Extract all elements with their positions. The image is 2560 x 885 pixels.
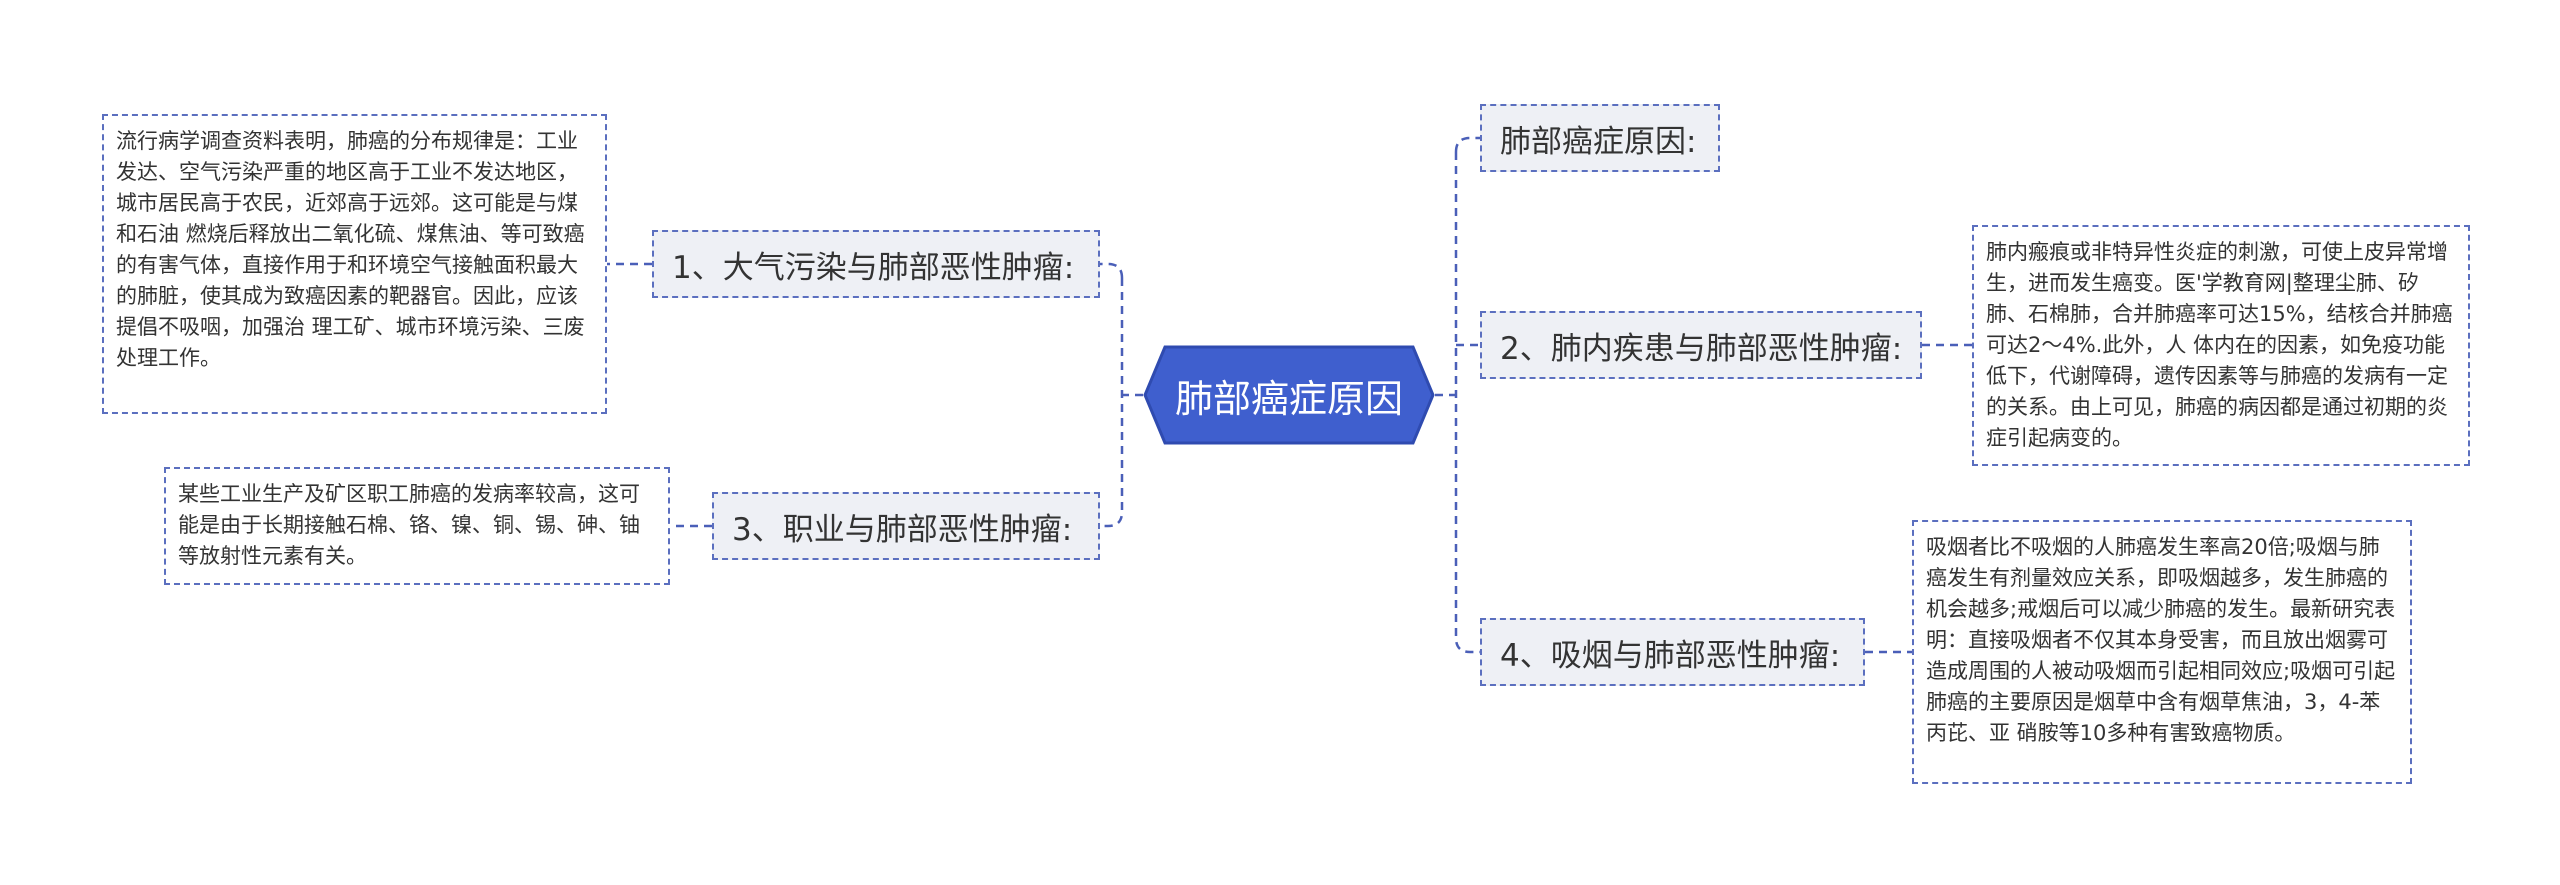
central-topic[interactable]: 肺部癌症原因 <box>1143 345 1435 445</box>
detail-r2-text: 吸烟者比不吸烟的人肺癌发生率高20倍;吸烟与肺癌发生有剂量效应关系，即吸烟越多，… <box>1926 535 2396 745</box>
branch-l1-label: 3、职业与肺部恶性肿瘤: <box>732 511 1073 548</box>
branch-r0-label: 肺部癌症原因: <box>1500 123 1697 160</box>
detail-l0: 流行病学调查资料表明，肺癌的分布规律是：工业发达、空气污染严重的地区高于工业不发… <box>102 114 607 414</box>
detail-r1-text: 肺内瘢痕或非特异性炎症的刺激，可使上皮异常增生，进而发生癌变。医'学教育网|整理… <box>1986 240 2453 450</box>
central-topic-shape <box>1143 345 1435 445</box>
branch-l1[interactable]: 3、职业与肺部恶性肿瘤: <box>712 492 1100 560</box>
detail-r2: 吸烟者比不吸烟的人肺癌发生率高20倍;吸烟与肺癌发生有剂量效应关系，即吸烟越多，… <box>1912 520 2412 784</box>
branch-l0[interactable]: 1、大气污染与肺部恶性肿瘤: <box>652 230 1100 298</box>
connector-left-trunk <box>1100 262 1124 528</box>
detail-r1: 肺内瘢痕或非特异性炎症的刺激，可使上皮异常增生，进而发生癌变。医'学教育网|整理… <box>1972 225 2470 466</box>
detail-l0-text: 流行病学调查资料表明，肺癌的分布规律是：工业发达、空气污染严重的地区高于工业不发… <box>116 129 585 370</box>
branch-r2[interactable]: 4、吸烟与肺部恶性肿瘤: <box>1480 618 1865 686</box>
central-topic-label: 肺部癌症原因 <box>1174 376 1403 421</box>
branch-r1-label: 2、肺内疾患与肺部恶性肿瘤: <box>1500 330 1903 367</box>
branch-r0[interactable]: 肺部癌症原因: <box>1480 104 1720 172</box>
branch-r2-label: 4、吸烟与肺部恶性肿瘤: <box>1500 637 1841 674</box>
detail-l1-text: 某些工业生产及矿区职工肺癌的发病率较高，这可能是由于长期接触石棉、铬、镍、铜、锡… <box>178 482 640 568</box>
branch-l0-label: 1、大气污染与肺部恶性肿瘤: <box>672 249 1075 286</box>
detail-l1: 某些工业生产及矿区职工肺癌的发病率较高，这可能是由于长期接触石棉、铬、镍、铜、锡… <box>164 467 670 585</box>
connector-right-trunk <box>1454 136 1480 654</box>
branch-r1[interactable]: 2、肺内疾患与肺部恶性肿瘤: <box>1480 311 1922 379</box>
